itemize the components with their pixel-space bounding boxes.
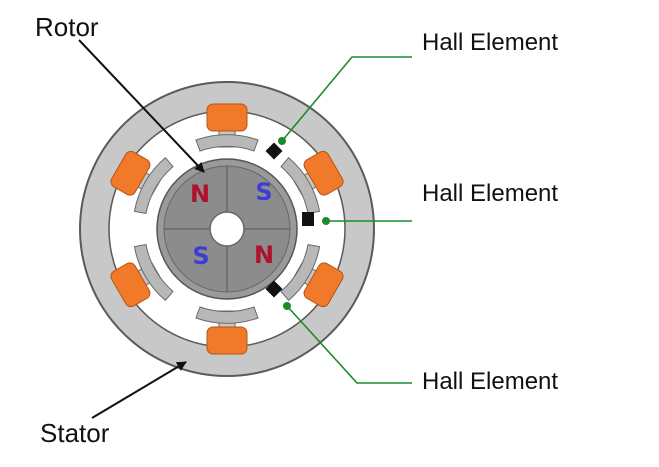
hall-sensors	[265, 142, 314, 298]
stator-arrow	[91, 361, 187, 419]
hall-element-label-top: Hall Element	[422, 29, 558, 56]
stator-teeth	[110, 103, 344, 355]
coil	[206, 326, 248, 355]
rotor-arrow	[78, 39, 205, 173]
leader-dot	[278, 137, 286, 145]
coil	[206, 103, 248, 132]
leader-dot	[283, 302, 291, 310]
stator-tooth	[110, 244, 174, 308]
hall-sensor	[265, 142, 283, 160]
stator-tooth	[110, 150, 174, 214]
hall-element-label-middle: Hall Element	[422, 180, 558, 207]
hall-leader-lines	[278, 56, 412, 384]
hall-element-label-bottom: Hall Element	[422, 368, 558, 395]
rotor-pole-label: N	[190, 180, 210, 208]
text-labels: Rotor Stator Hall Element Hall Element H…	[35, 12, 558, 448]
hall-sensor	[302, 212, 314, 226]
coil	[303, 262, 344, 308]
stator-tooth	[195, 103, 259, 152]
leader-line-hall-bottom	[286, 305, 412, 384]
coil	[110, 262, 151, 308]
rotor-label: Rotor	[35, 12, 99, 42]
stator-tooth	[195, 306, 259, 355]
stator-tooth	[280, 244, 344, 308]
rotor-pole-label: S	[255, 178, 272, 206]
coil	[303, 150, 344, 196]
stator-label: Stator	[40, 418, 110, 448]
rotor-pole-label: S	[192, 242, 209, 270]
stator-tooth	[280, 150, 344, 214]
leader-line-hall-top	[281, 56, 412, 142]
rotor-shaft	[209, 211, 245, 247]
pointer-arrows	[78, 39, 205, 419]
coil	[110, 150, 151, 196]
rotor-pole-label: N	[254, 241, 274, 269]
rotor: N S S N	[156, 158, 298, 300]
hall-sensor	[265, 280, 283, 298]
leader-dot	[322, 217, 330, 225]
